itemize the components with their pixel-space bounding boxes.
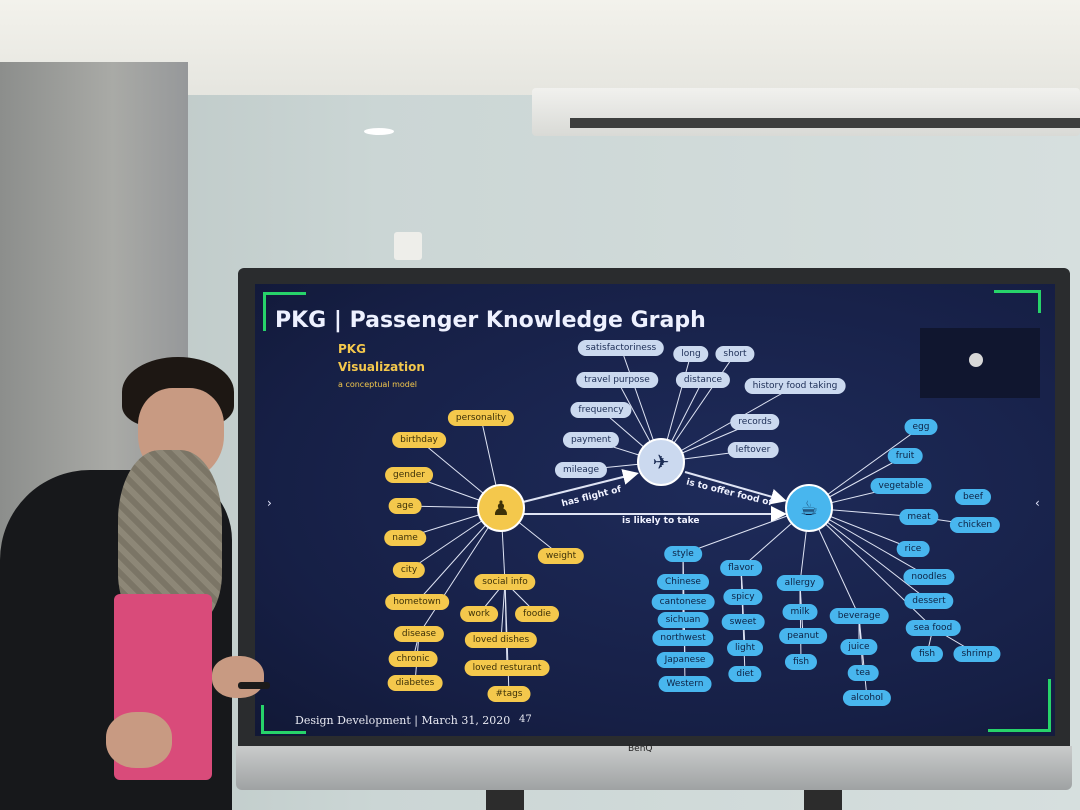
flight-node-history-food-taking: history food taking bbox=[744, 378, 846, 394]
food-node-dessert: dessert bbox=[904, 593, 954, 609]
food-node-shrimp: shrimp bbox=[953, 646, 1001, 662]
relation-edge bbox=[522, 469, 639, 503]
passenger-node--tags: #tags bbox=[487, 686, 531, 702]
flight-node-leftover: leftover bbox=[727, 442, 779, 458]
food-node-beverage: beverage bbox=[829, 608, 889, 624]
slide-page-number: 47 bbox=[519, 714, 532, 725]
flight-node-long: long bbox=[673, 346, 709, 362]
passenger-node-hometown: hometown bbox=[385, 594, 449, 610]
food-node-rice: rice bbox=[896, 541, 930, 557]
participant-video-tile[interactable] bbox=[920, 328, 1040, 398]
passenger-node-disease: disease bbox=[393, 626, 445, 642]
food-node-flavor: flavor bbox=[720, 560, 762, 576]
air-conditioner bbox=[532, 88, 1080, 136]
passenger-node-name: name bbox=[384, 530, 426, 546]
food-node-sichuan: sichuan bbox=[657, 612, 709, 628]
slide-footer: Design Development | March 31, 2020 bbox=[295, 714, 511, 727]
attribute-edge bbox=[660, 385, 796, 463]
food-node-alcohol: alcohol bbox=[842, 690, 892, 706]
food-node-vegetable: vegetable bbox=[870, 478, 932, 494]
passenger-node-birthday: birthday bbox=[392, 432, 446, 448]
monitor-bezel-bottom bbox=[236, 746, 1072, 790]
food-node-juice: juice bbox=[840, 639, 878, 655]
attribute-edge bbox=[799, 582, 802, 663]
passenger-node-foodie: foodie bbox=[515, 606, 559, 622]
attribute-edge bbox=[500, 581, 506, 641]
food-node-milk: milk bbox=[782, 604, 818, 620]
food-node-chicken: chicken bbox=[949, 517, 1001, 533]
food-node-diet: diet bbox=[728, 666, 762, 682]
passenger-node-gender: gender bbox=[385, 467, 433, 483]
ceiling-light bbox=[364, 128, 394, 135]
attribute-edge bbox=[418, 507, 502, 635]
next-slide-button[interactable]: ‹ bbox=[1035, 496, 1040, 510]
passenger-node-personality: personality bbox=[447, 410, 515, 426]
food-node-spicy: spicy bbox=[723, 589, 763, 605]
passenger-node-social-info: social info bbox=[474, 574, 536, 590]
flight-node-satisfactoriness: satisfactoriness bbox=[577, 340, 665, 356]
flight-node-mileage: mileage bbox=[554, 462, 608, 478]
food-node-fish: fish bbox=[910, 646, 944, 662]
food-node-beef: beef bbox=[955, 489, 991, 505]
food-node-fish: fish bbox=[784, 654, 818, 670]
flight-node-records: records bbox=[730, 414, 780, 430]
food-node-sweet: sweet bbox=[721, 614, 765, 630]
passenger-node-loved-resturant: loved resturant bbox=[464, 660, 550, 676]
food-node-western: Western bbox=[658, 676, 712, 692]
passenger-icon: ♟ bbox=[477, 484, 525, 532]
monitor-stand-left bbox=[486, 790, 524, 810]
food-node-noodles: noodles bbox=[903, 569, 955, 585]
food-node-style: style bbox=[664, 546, 702, 562]
flight-node-short: short bbox=[715, 346, 755, 362]
food-node-chinese: Chinese bbox=[657, 574, 709, 590]
attribute-edge bbox=[808, 507, 930, 602]
food-node-sea-food: sea food bbox=[905, 620, 961, 636]
food-node-meat: meat bbox=[899, 509, 939, 525]
presenter-left-hand bbox=[106, 712, 172, 768]
food-node-northwest: northwest bbox=[652, 630, 714, 646]
air-conditioner-vent bbox=[570, 118, 1080, 128]
passenger-node-work: work bbox=[460, 606, 498, 622]
flight-node-payment: payment bbox=[562, 432, 620, 448]
passenger-node-age: age bbox=[388, 498, 422, 514]
presenter-right-hand bbox=[212, 656, 264, 698]
wall-outlet bbox=[394, 232, 422, 260]
slide-subtitle-visualization: Visualization bbox=[338, 360, 425, 374]
flight-node-travel-purpose: travel purpose bbox=[576, 372, 658, 388]
flight-node-frequency: frequency bbox=[570, 402, 632, 418]
frame-corner bbox=[994, 290, 1041, 313]
monitor-stand-right bbox=[804, 790, 842, 810]
passenger-node-diabetes: diabetes bbox=[387, 675, 443, 691]
frame-corner bbox=[261, 705, 306, 734]
edge-label-likely-to-take: is likely to take bbox=[622, 516, 700, 526]
food-node-allergy: allergy bbox=[776, 575, 824, 591]
passenger-node-chronic: chronic bbox=[388, 651, 438, 667]
presentation-remote bbox=[238, 682, 270, 689]
food-node-light: light bbox=[727, 640, 763, 656]
food-node-tea: tea bbox=[847, 665, 879, 681]
monitor-brand: BenQ bbox=[628, 744, 653, 754]
frame-corner bbox=[988, 679, 1051, 732]
food-node-peanut: peanut bbox=[779, 628, 827, 644]
food-node-egg: egg bbox=[904, 419, 938, 435]
food-drink-icon: ☕ bbox=[785, 484, 833, 532]
attribute-edge bbox=[858, 615, 868, 699]
frame-corner bbox=[263, 292, 306, 331]
participant-avatar bbox=[969, 353, 983, 367]
passenger-node-loved-dishes: loved dishes bbox=[464, 632, 538, 648]
passenger-node-city: city bbox=[392, 562, 426, 578]
relation-edge bbox=[684, 471, 787, 505]
food-node-japanese: Japanese bbox=[656, 652, 714, 668]
slide-screen: PKG | Passenger Knowledge Graph PKG Visu… bbox=[255, 284, 1055, 736]
slide-subtitle-model: a conceptual model bbox=[338, 380, 417, 389]
flight-node-distance: distance bbox=[675, 372, 731, 388]
passenger-node-weight: weight bbox=[537, 548, 585, 564]
airplane-icon: ✈ bbox=[637, 438, 685, 486]
food-node-cantonese: cantonese bbox=[651, 594, 715, 610]
prev-slide-button[interactable]: › bbox=[267, 496, 272, 510]
food-node-fruit: fruit bbox=[887, 448, 923, 464]
slide-subtitle-pkg: PKG bbox=[338, 342, 366, 356]
slide-title: PKG | Passenger Knowledge Graph bbox=[275, 308, 706, 333]
